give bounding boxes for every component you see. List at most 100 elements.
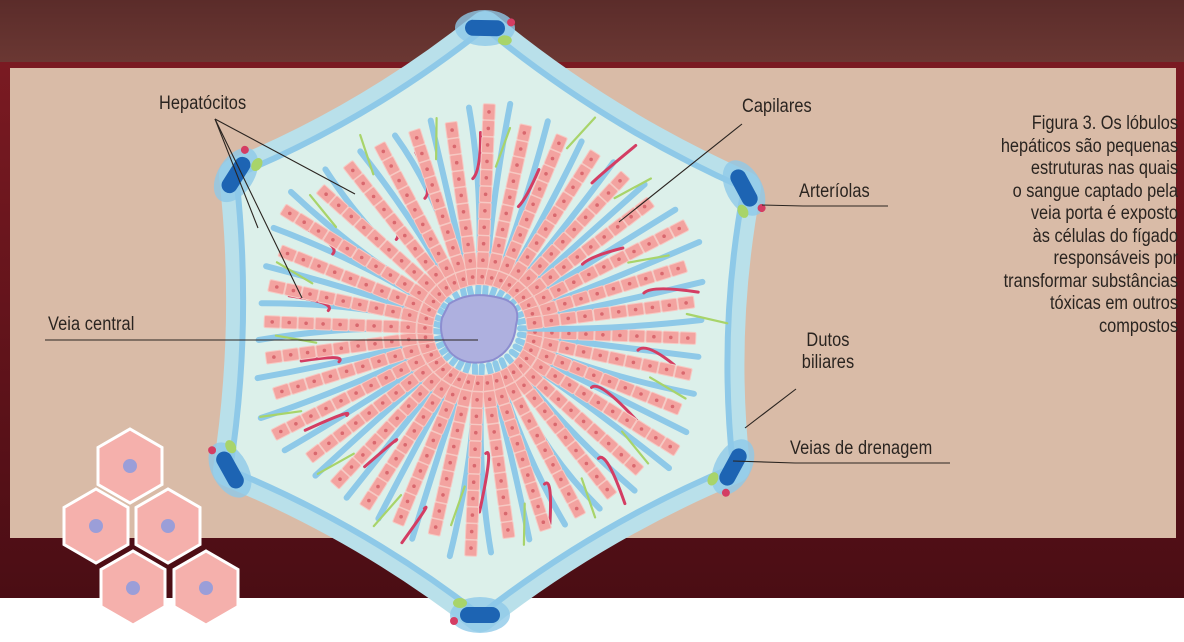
hepatocyte-nucleus xyxy=(561,240,565,244)
hepatocyte-nucleus xyxy=(270,320,274,324)
hepatocyte-nucleus xyxy=(455,161,459,165)
hepatocyte-nucleus xyxy=(629,215,633,219)
hepatocyte-nucleus xyxy=(459,194,463,198)
hex-nucleus xyxy=(126,581,140,595)
hepatocyte-nucleus xyxy=(475,415,479,419)
hepatocyte-nucleus xyxy=(358,303,362,307)
label-dutos-line1: Dutos xyxy=(794,330,863,352)
hepatocyte-nucleus xyxy=(602,265,606,269)
hepatocyte-nucleus xyxy=(572,280,576,284)
hepatocyte-nucleus xyxy=(587,273,591,277)
hepatocyte-nucleus xyxy=(617,257,621,261)
hepatocyte-nucleus xyxy=(632,361,636,365)
hepatocyte-nucleus xyxy=(453,281,457,285)
hepatocyte-nucleus xyxy=(639,392,643,396)
hepatocyte-nucleus xyxy=(557,142,561,146)
hepatocyte-nucleus xyxy=(482,226,486,230)
hepatocyte-nucleus xyxy=(551,157,555,161)
hepatocyte-nucleus xyxy=(617,310,621,314)
hepatocyte-nucleus xyxy=(533,321,537,325)
hepatocyte-nucleus xyxy=(504,375,508,379)
caption-line: transformar substâncias xyxy=(973,271,1178,294)
hepatocyte-nucleus xyxy=(595,475,599,479)
hepatocyte-nucleus xyxy=(385,471,389,475)
triad-arteriole xyxy=(450,617,458,625)
hepatocyte-nucleus xyxy=(549,343,553,347)
hepatocyte-nucleus xyxy=(382,150,386,154)
hepatocyte-nucleus xyxy=(557,288,561,292)
hepatocyte-nucleus xyxy=(481,258,485,262)
hepatocyte-nucleus xyxy=(463,396,467,400)
hepatocyte-nucleus xyxy=(475,398,479,402)
hepatocyte-nucleus xyxy=(444,408,448,412)
hepatocyte-nucleus xyxy=(456,262,460,266)
label-arteriolas: Arteríolas xyxy=(799,181,870,203)
hepatocyte-nucleus xyxy=(430,353,434,357)
hepatocyte-nucleus xyxy=(351,169,355,173)
hepatocyte-nucleus xyxy=(446,230,450,234)
hepatocyte-nucleus xyxy=(595,292,599,296)
hepatocyte-nucleus xyxy=(393,355,397,359)
hepatocyte-nucleus xyxy=(425,317,429,321)
hepatocyte-nucleus xyxy=(429,237,433,241)
hepatocyte-nucleus xyxy=(608,380,612,384)
hepatocyte-nucleus xyxy=(415,361,419,365)
hepatocyte-nucleus xyxy=(450,128,454,132)
hepatocyte-nucleus xyxy=(531,203,535,207)
hepatocyte-nucleus xyxy=(280,390,284,394)
hepatocyte-nucleus xyxy=(441,368,445,372)
hepatocyte-nucleus xyxy=(451,246,455,250)
hepatocyte-nucleus xyxy=(469,546,473,550)
caption-line: veia porta é exposto xyxy=(973,203,1178,226)
hepatocyte-nucleus xyxy=(624,386,628,390)
hepatocyte-nucleus xyxy=(279,430,283,434)
hepatocyte-nucleus xyxy=(662,234,666,238)
hepatocyte-nucleus xyxy=(632,250,636,254)
hepatocyte-nucleus xyxy=(317,264,321,268)
hepatocyte-nucleus xyxy=(527,277,531,281)
hepatocyte-nucleus xyxy=(601,333,605,337)
hepatocyte-nucleus xyxy=(544,227,548,231)
hepatocyte-nucleus xyxy=(426,344,430,348)
hepatocyte-nucleus xyxy=(480,275,484,279)
hepatocyte-nucleus xyxy=(432,439,436,443)
hepatocyte-nucleus xyxy=(665,368,669,372)
portal-vein xyxy=(465,20,505,37)
hepatocyte-nucleus xyxy=(312,380,316,384)
hepatocyte-nucleus xyxy=(676,267,680,271)
hepatocyte-nucleus xyxy=(553,213,557,217)
hepatocyte-nucleus xyxy=(542,296,546,300)
hepatocyte-nucleus xyxy=(487,127,491,131)
hepatocyte-nucleus xyxy=(485,176,489,180)
hepatocyte-nucleus xyxy=(550,319,554,323)
hepatocyte-nucleus xyxy=(684,301,688,305)
hepatocyte-nucleus xyxy=(413,429,417,433)
hepatocyte-nucleus xyxy=(375,306,379,310)
hepatocyte-nucleus xyxy=(424,335,428,339)
hepatocyte-nucleus xyxy=(430,380,434,384)
hepatocyte-nucleus xyxy=(533,397,537,401)
hepatocyte-nucleus xyxy=(543,410,547,414)
hepatocyte-nucleus xyxy=(387,248,391,252)
hepatocyte-nucleus xyxy=(464,226,468,230)
hepatocyte-nucleus xyxy=(532,340,536,344)
hepatocyte-nucleus xyxy=(422,415,426,419)
hepatocyte-nucleus xyxy=(487,110,491,114)
hepatocyte-nucleus xyxy=(506,528,510,532)
hepatocyte-nucleus xyxy=(542,520,546,524)
hepatocyte-nucleus xyxy=(585,462,589,466)
hepatocyte-nucleus xyxy=(373,342,377,346)
hepatocyte-nucleus xyxy=(360,256,364,260)
hepatocyte-nucleus xyxy=(512,179,516,183)
hepatocyte-nucleus xyxy=(647,242,651,246)
hepatocyte-nucleus xyxy=(391,310,395,314)
hepatocyte-nucleus xyxy=(494,260,498,264)
hepatocyte-nucleus xyxy=(438,509,442,513)
hepatocyte-nucleus xyxy=(389,325,393,329)
hepatocyte-nucleus xyxy=(324,192,328,196)
hepatocyte-nucleus xyxy=(423,326,427,330)
hepatocyte-nucleus xyxy=(415,136,419,140)
hepatocyte-nucleus xyxy=(389,164,393,168)
hepatocyte-nucleus xyxy=(595,203,599,207)
